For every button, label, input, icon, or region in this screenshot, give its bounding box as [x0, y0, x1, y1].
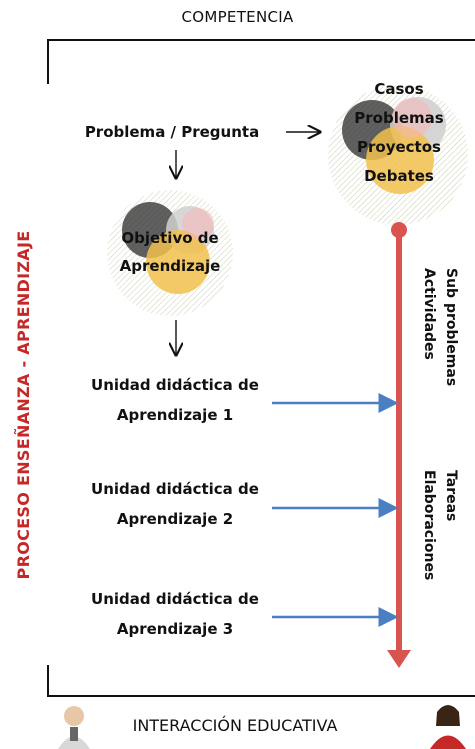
right-venn-circle — [328, 85, 468, 225]
unit-2-line-1: Unidad didáctica de — [91, 480, 259, 498]
unit-2-line-2: Aprendizaje 2 — [116, 510, 234, 528]
side-elaborations: Elaboraciones — [421, 470, 437, 581]
red-line-arrowhead — [387, 650, 411, 668]
objective-circle-text: Objetivo de Aprendizaje — [90, 224, 250, 280]
unit-3-line-2: Aprendizaje 3 — [116, 620, 234, 638]
female-avatar-icon — [430, 705, 466, 749]
cases-circle-text: Casos Problemas Proyectos Debates — [330, 75, 468, 191]
side-column-subproblems: Sub problemas Actividades — [420, 268, 460, 693]
side-activities: Actividades — [421, 268, 437, 360]
bracket-bottom — [47, 665, 475, 697]
male-avatar-icon — [58, 706, 90, 749]
cases-line-4: Debates — [364, 167, 434, 185]
bottom-title: INTERACCIÓN EDUCATIVA — [132, 716, 338, 735]
unit-1-line-1: Unidad didáctica de — [91, 376, 259, 394]
unit-1-line-2: Aprendizaje 1 — [116, 406, 234, 424]
unit-1-label: Unidad didáctica de Aprendizaje 1 — [60, 370, 290, 430]
objective-line-1: Objetivo de — [121, 229, 219, 247]
cases-line-2: Problemas — [354, 109, 444, 127]
side-tasks: Tareas — [443, 470, 459, 522]
problem-question-label: Problema / Pregunta — [84, 123, 260, 141]
unit-3-line-1: Unidad didáctica de — [91, 590, 259, 608]
left-venn-circle — [107, 190, 233, 316]
cases-line-3: Proyectos — [357, 138, 441, 156]
top-title: COMPETENCIA — [181, 8, 294, 26]
unit-2-label: Unidad didáctica de Aprendizaje 2 — [60, 474, 290, 534]
side-subproblems: Sub problemas — [443, 268, 459, 387]
objective-line-2: Aprendizaje — [119, 257, 221, 275]
red-line-start-dot — [391, 222, 407, 238]
unit-3-label: Unidad didáctica de Aprendizaje 3 — [60, 584, 290, 644]
process-vertical-label: PROCESO ENSEÑANZA - APRENDIZAJE — [14, 230, 33, 580]
cases-line-1: Casos — [374, 80, 424, 98]
side-column-tasks: Tareas Elaboraciones — [420, 470, 460, 690]
bracket-top — [47, 39, 475, 84]
